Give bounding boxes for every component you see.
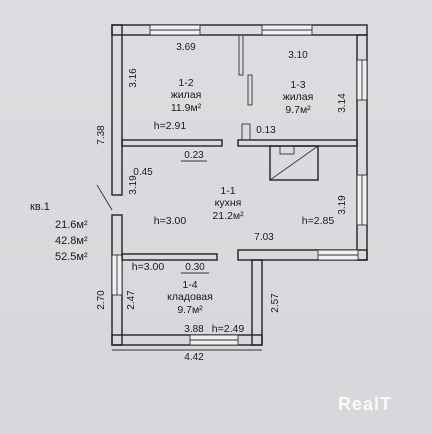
dim-left-wall: 7.38 <box>96 125 107 145</box>
dim-319a: 3.19 <box>128 175 139 195</box>
dim-442: 4.42 <box>184 352 204 363</box>
room14-area: 9.7м² <box>177 304 203 316</box>
dim-045: 0.45 <box>133 167 153 178</box>
room14-height: h=3.00 <box>132 261 165 273</box>
dim-257: 2.57 <box>270 293 281 313</box>
dim-023: 0.23 <box>184 150 204 161</box>
wall-kitchen-bottom <box>237 249 368 261</box>
room12-name: жилая <box>171 89 202 101</box>
area-gross: 52.5м² <box>55 251 88 263</box>
room12-area: 11.9м² <box>171 102 202 114</box>
room11-area: 21.2м² <box>212 210 244 222</box>
wall-bottom <box>111 334 263 346</box>
dim-703: 7.03 <box>254 232 274 243</box>
interior-partitions <box>96 34 358 261</box>
partition-room13-bottom <box>237 139 358 147</box>
room14-name: кладовая <box>167 291 213 303</box>
partition-12-13-mid <box>247 74 253 106</box>
partition-room12-bottom <box>121 139 223 147</box>
watermark: RealT <box>338 394 392 414</box>
wall-storage-right <box>251 259 263 346</box>
dim-319b: 3.19 <box>337 195 348 215</box>
dim-stub: 0.13 <box>256 125 276 136</box>
dim-room13-side: 3.14 <box>337 93 348 113</box>
partition-storage-top <box>121 253 218 261</box>
door-swing-left <box>96 184 113 211</box>
area-living: 21.6м² <box>55 219 88 231</box>
room11-height: h=3.00 <box>154 215 187 227</box>
room-labels: 1-2 жилая 11.9м² h=2.91 1-3 жилая 9.7м² … <box>132 77 335 335</box>
dimension-labels: 3.69 3.10 7.38 3.16 3.14 0.13 0.23 0.45 … <box>96 42 348 363</box>
dim-247: 2.47 <box>126 290 137 310</box>
dim-030: 0.30 <box>185 262 205 273</box>
apartment-summary: кв.1 21.6м² 42.8м² 52.5м² <box>30 201 88 263</box>
apartment-label: кв.1 <box>30 201 50 213</box>
dim-room12-side: 3.16 <box>128 68 139 88</box>
room13-id: 1-3 <box>290 79 305 91</box>
room14-height2: h=2.49 <box>212 323 245 335</box>
stub-013 <box>241 123 251 141</box>
dim-388: 3.88 <box>184 324 204 335</box>
room12-height: h=2.91 <box>154 120 187 132</box>
dim-top-left: 3.69 <box>176 42 196 53</box>
dim-top-right: 3.10 <box>288 50 308 61</box>
room13-name: жилая <box>283 91 314 103</box>
windows <box>111 24 368 346</box>
dim-270: 2.70 <box>96 290 107 310</box>
partition-12-13-top <box>238 34 244 76</box>
stove-vent <box>279 145 295 155</box>
room11-id: 1-1 <box>220 185 235 197</box>
area-total: 42.8м² <box>55 235 88 247</box>
room13-area: 9.7м² <box>285 104 311 116</box>
room14-id: 1-4 <box>182 279 197 291</box>
outer-walls <box>111 24 368 346</box>
room12-id: 1-2 <box>178 77 193 89</box>
room11-height2: h=2.85 <box>302 215 335 227</box>
room11-name: кухня <box>215 197 242 209</box>
wall-left-upper <box>111 24 123 196</box>
